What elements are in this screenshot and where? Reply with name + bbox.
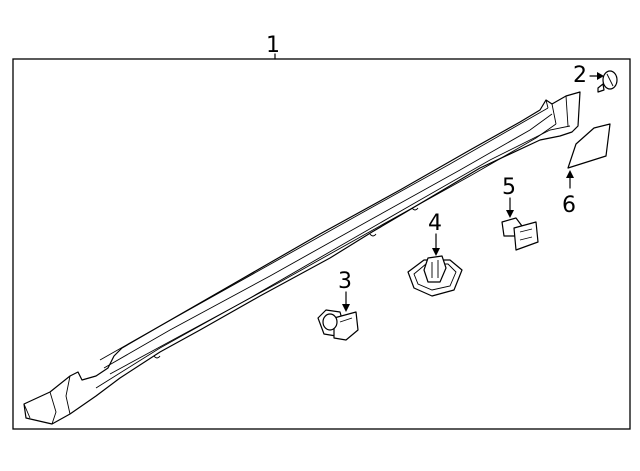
clip-retainer-part: [407, 255, 463, 297]
clip-upper-part: [501, 217, 539, 251]
callout-2-arrowhead: [597, 72, 604, 80]
callout-6-group: 6: [562, 170, 576, 218]
callout-2-group: 2: [573, 63, 604, 88]
callout-6-arrowhead: [566, 170, 574, 178]
rocker-molding-part: [23, 91, 581, 425]
callout-5-arrowhead: [506, 210, 514, 218]
callout-1-label: 1: [266, 33, 280, 58]
callout-4-label: 4: [428, 211, 442, 236]
callout-3-label: 3: [338, 269, 352, 294]
screw-part: [597, 70, 618, 93]
callout-3-group: 3: [338, 269, 352, 312]
callout-5-group: 5: [502, 175, 516, 218]
callout-2-label: 2: [573, 63, 587, 88]
callout-4-arrowhead: [432, 248, 440, 256]
callout-4-group: 4: [428, 211, 442, 256]
callout-3-arrowhead: [342, 304, 350, 312]
callout-5-label: 5: [502, 175, 516, 200]
callout-6-label: 6: [562, 193, 576, 218]
callout-1-group: 1: [266, 33, 280, 60]
pad-part: [567, 123, 611, 169]
clip-lower-part: [317, 309, 359, 341]
diagram-frame: [12, 58, 631, 430]
